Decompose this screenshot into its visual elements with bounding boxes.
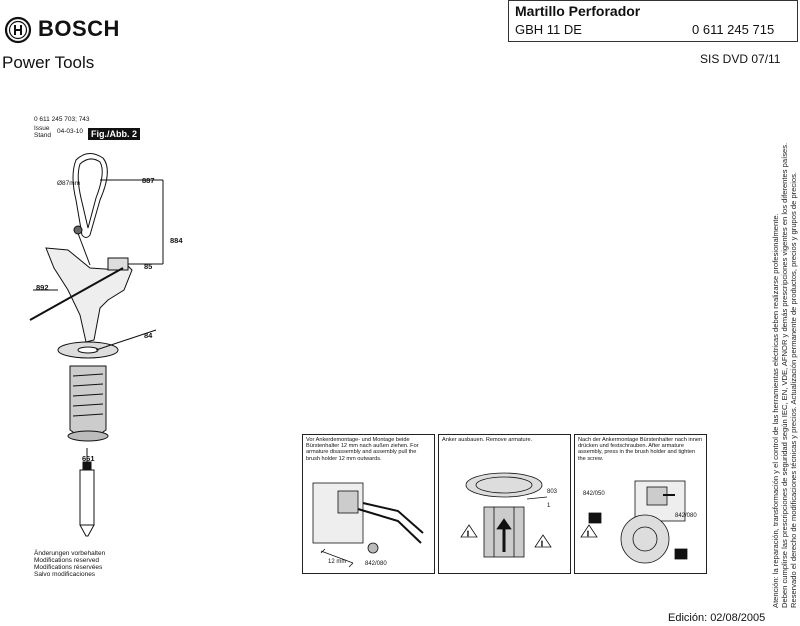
- product-part-number: 0 611 245 715: [692, 22, 775, 37]
- panel-1-illustration: [312, 482, 424, 568]
- changes-es: Salvo modificaciones: [34, 571, 96, 578]
- part-85: 85: [144, 262, 153, 271]
- figure-stand: Stand: [34, 132, 51, 139]
- disclaimer-line-1: Atención: la reparación, transformación …: [771, 213, 780, 608]
- panel-3-label-a: 842/050: [583, 491, 605, 497]
- disclaimer-line-2: Deben cumplirse las prescripciones de se…: [780, 142, 789, 608]
- panel-1-label-a: 842/080: [365, 561, 387, 567]
- panel-2-text: Anker ausbauen. Remove armature.: [442, 437, 533, 443]
- panel-2-illustration: ! !: [460, 472, 552, 558]
- panel-1-label-b: 12 mm: [328, 559, 347, 565]
- changes-de: Änderungen vorbehalten: [34, 550, 106, 557]
- panel-3-illustration: !: [580, 480, 688, 564]
- figure-issue: Issue: [34, 125, 50, 132]
- panel-3-text: Nach der Ankermontage Bürstenhalter nach…: [578, 437, 703, 462]
- edition-date: Edición: 02/08/2005: [668, 612, 766, 624]
- figure-date: 04-03-10: [57, 128, 84, 135]
- panel-3-label-b: 842/080: [675, 513, 697, 519]
- part-892: 892: [36, 283, 49, 292]
- svg-text:!: !: [541, 541, 543, 548]
- instruction-panel-2: Anker ausbauen. Remove armature. ! ! 803…: [438, 434, 571, 574]
- disclaimer: Atención: la reparación, transformación …: [771, 88, 798, 608]
- brand-name: BOSCH: [38, 16, 120, 41]
- bosch-logo: [4, 16, 32, 44]
- disclaimer-line-3: Reservado el derecho de modificaciones t…: [789, 171, 798, 608]
- svg-text:!: !: [467, 531, 469, 538]
- exploded-drawing: [29, 153, 164, 537]
- product-model: GBH 11 DE: [515, 22, 582, 37]
- brand-subtitle: Power Tools: [2, 53, 95, 72]
- figure-ref: 0 611 245 703; 743: [34, 116, 90, 123]
- changes-fr: Modifications réservées: [34, 564, 103, 571]
- changes-en: Modifications reserved: [34, 557, 100, 564]
- part-661: 661: [82, 454, 95, 463]
- panel-2-label-b: 1: [547, 503, 551, 509]
- diameter-label: Ø87mm: [57, 180, 81, 187]
- part-884: 884: [170, 236, 183, 245]
- product-title: Martillo Perforador: [515, 3, 641, 19]
- part-887: 887: [142, 176, 155, 185]
- instruction-panel-1: Vor Ankerdemontage- und Montage beide Bü…: [302, 434, 435, 574]
- sis-edition: SIS DVD 07/11: [700, 52, 781, 66]
- panel-1-text: Vor Ankerdemontage- und Montage beide Bü…: [306, 437, 419, 462]
- instruction-panel-3: Nach der Ankermontage Bürstenhalter nach…: [574, 434, 707, 574]
- part-84: 84: [144, 331, 153, 340]
- title-box: [508, 0, 798, 42]
- svg-text:!: !: [587, 531, 589, 538]
- figure-label: Fig./Abb. 2: [88, 128, 140, 140]
- panel-2-label-a: 803: [547, 489, 558, 495]
